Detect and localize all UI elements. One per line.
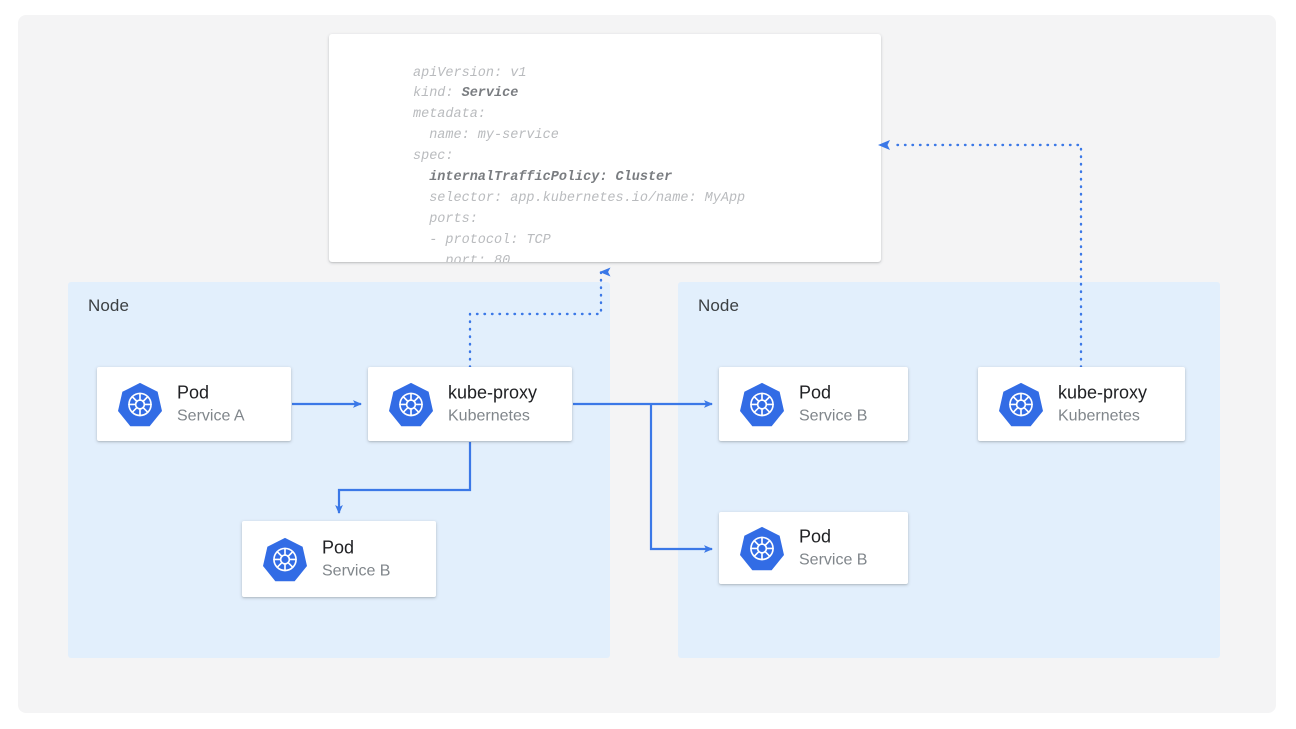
node-container-left: Node [68, 282, 610, 658]
card-title: kube-proxy [448, 382, 538, 403]
kubernetes-icon [388, 381, 434, 427]
yaml-line-apiversion: apiVersion: v1 [413, 65, 527, 81]
service-spec-panel: apiVersion: v1 kind: Service metadata: n… [329, 34, 881, 262]
yaml-line-protocol: - protocol: TCP [413, 232, 551, 248]
card-title: Pod [322, 537, 355, 558]
card-title: Pod [799, 382, 832, 403]
card-pod-service-b-right-upper[interactable]: Pod Service B [719, 367, 908, 441]
kubernetes-icon [739, 525, 785, 571]
card-text: Pod Service B [322, 537, 390, 582]
card-subtitle: Service A [177, 407, 245, 425]
card-pod-service-a[interactable]: Pod Service A [97, 367, 291, 441]
yaml-line-spec: spec: [413, 149, 454, 165]
kubernetes-icon [739, 381, 785, 427]
card-subtitle: Service B [799, 551, 868, 569]
card-text: kube-proxy Kubernetes [448, 382, 537, 427]
card-text: Pod Service B [799, 526, 867, 571]
card-kube-proxy-left[interactable]: kube-proxy Kubernetes [368, 367, 572, 441]
yaml-line-metadata: metadata: [413, 107, 486, 123]
node-container-right: Node [678, 282, 1220, 658]
service-spec-yaml: apiVersion: v1 kind: Service metadata: n… [413, 64, 745, 263]
card-pod-service-b-left[interactable]: Pod Service B [242, 521, 436, 597]
card-subtitle: Service B [799, 407, 868, 425]
kubernetes-icon [998, 381, 1044, 427]
yaml-line-port: port: 80 [413, 253, 511, 262]
node-label-right: Node [698, 296, 740, 315]
kubernetes-icon [262, 536, 308, 582]
card-kube-proxy-right[interactable]: kube-proxy Kubernetes [978, 367, 1185, 441]
card-text: Pod Service B [799, 382, 867, 427]
card-title: kube-proxy [1058, 382, 1148, 403]
node-label-left: Node [88, 296, 130, 315]
card-text: Pod Service A [177, 382, 245, 427]
card-subtitle: Service B [322, 562, 391, 580]
card-title: Pod [177, 382, 210, 403]
card-subtitle: Kubernetes [448, 407, 530, 425]
card-text: kube-proxy Kubernetes [1058, 382, 1147, 427]
yaml-line-selector: selector: app.kubernetes.io/name: MyApp [413, 190, 746, 206]
diagram-canvas: Node Node apiVersion: v1 kind: Service m… [18, 15, 1276, 713]
yaml-line-ports: ports: [413, 211, 478, 227]
card-title: Pod [799, 526, 832, 547]
yaml-line-kind: kind: Service [413, 86, 519, 102]
kubernetes-icon [117, 381, 163, 427]
card-subtitle: Kubernetes [1058, 407, 1140, 425]
yaml-line-internaltrafficpolicy: internalTrafficPolicy: Cluster [413, 170, 673, 186]
card-pod-service-b-right-lower[interactable]: Pod Service B [719, 512, 908, 584]
yaml-line-name: name: my-service [413, 128, 559, 144]
